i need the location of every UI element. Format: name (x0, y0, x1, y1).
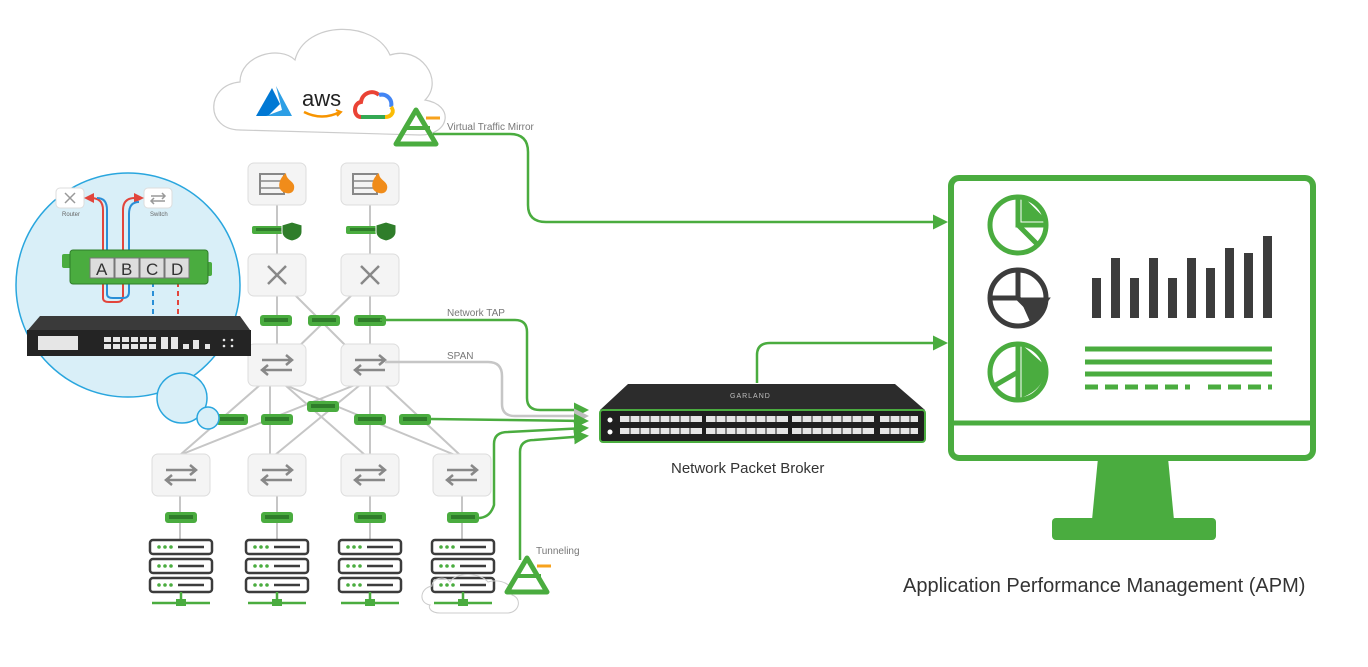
virtual-traffic-mirror-label: Virtual Traffic Mirror (447, 122, 535, 133)
router-icon (247, 253, 307, 297)
public-cloud: aws (213, 28, 446, 136)
tap-port-d: D (171, 260, 183, 279)
pie-chart-icon (987, 194, 1049, 256)
network-tap-icon (261, 512, 293, 523)
firewall-icon (247, 162, 307, 206)
router-icon (340, 253, 400, 297)
server-rack-icon (430, 538, 496, 606)
apm-monitor-icon (948, 175, 1316, 540)
switch-icon (247, 453, 307, 497)
network-taps (165, 315, 479, 523)
network-tap-icon (354, 512, 386, 523)
security-appliance-icon (346, 221, 397, 242)
firewall-icon (340, 162, 400, 206)
virtual-traffic-mirror-icon (504, 555, 551, 595)
svg-text:GARLAND: GARLAND (730, 393, 771, 400)
switch-icon (143, 187, 173, 209)
router-label: Router (62, 212, 80, 218)
switch-icon (432, 453, 492, 497)
network-tap-icon (354, 414, 386, 425)
svg-text:aws: aws (302, 86, 341, 111)
server-rack-icon (337, 538, 403, 606)
network-tap-icon (165, 512, 197, 523)
text-lines-icon (1085, 346, 1272, 390)
network-tap-icon (216, 414, 248, 425)
security-appliance-icon (252, 221, 303, 242)
switch-icon (340, 343, 400, 387)
network-tap-icon (447, 512, 479, 523)
switch-label: Switch (150, 212, 168, 218)
switch-icon (340, 453, 400, 497)
network-tap-icon (354, 315, 386, 326)
tunneling-label: Tunneling (536, 546, 580, 557)
network-tap-icon (399, 414, 431, 425)
network-tap-label: Network TAP (447, 308, 505, 319)
tap-port-c: C (146, 260, 158, 279)
apm-label: Application Performance Management (APM) (903, 575, 1305, 597)
span-label: SPAN (447, 351, 474, 362)
network-tap-icon (307, 401, 339, 412)
tap-port-a: A (96, 260, 108, 279)
bar-chart-icon (1092, 236, 1272, 318)
google-cloud-logo-icon (353, 90, 395, 119)
pie-chart-icon (987, 267, 1051, 329)
network-packet-broker-label: Network Packet Broker (671, 460, 824, 477)
aws-logo-icon: aws (302, 86, 343, 118)
network-tap-icon (308, 315, 340, 326)
monitoring-feeds (380, 132, 948, 560)
server-rack-icon (244, 538, 310, 606)
router-icon (55, 187, 85, 209)
switch-icon (247, 343, 307, 387)
tunnel-cloud (421, 574, 519, 614)
inline-tap-device: A B C D (62, 249, 212, 285)
server-rack-icon (148, 538, 214, 606)
network-tap-icon (260, 315, 292, 326)
azure-logo-icon (256, 86, 292, 116)
switch-icon (151, 453, 211, 497)
server-racks (148, 538, 496, 606)
packet-broker-icon: GARLAND (599, 384, 926, 443)
tap-port-b: B (121, 260, 132, 279)
tap-detail-bubble: Router Switch A B C (15, 172, 251, 430)
monitoring-appliance (27, 316, 251, 356)
network-tap-icon (261, 414, 293, 425)
virtual-traffic-mirror-icon (393, 107, 440, 147)
pie-chart-icon (987, 341, 1049, 403)
